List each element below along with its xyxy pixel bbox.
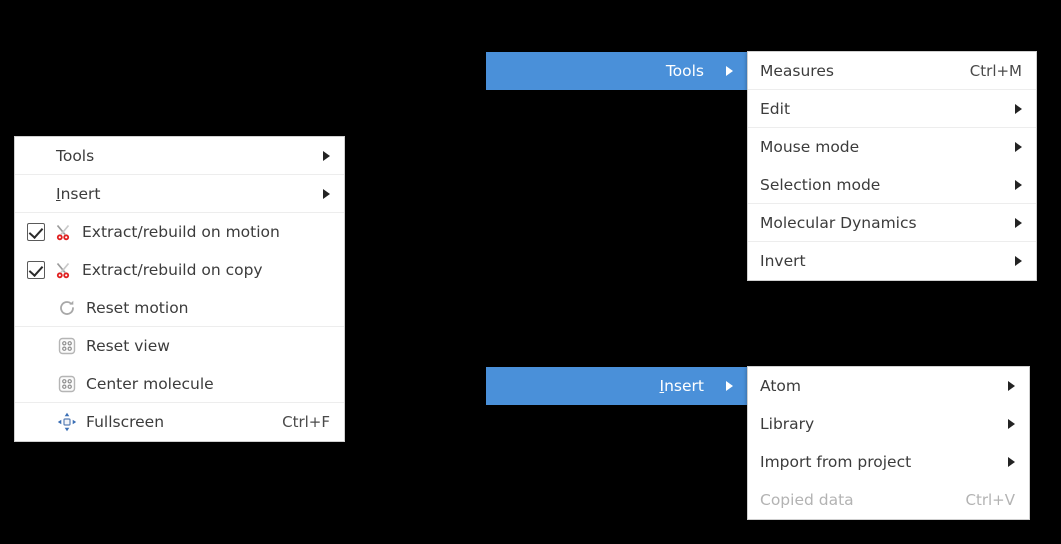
- tools-submenu-item-label: Molecular Dynamics: [760, 213, 917, 232]
- blank-icon: [27, 146, 47, 166]
- tools-submenu-item-label: Invert: [760, 252, 806, 270]
- context-menu-item-accel: Ctrl+F: [282, 413, 330, 431]
- highlighted-menu-item-label-rest: nsert: [664, 377, 704, 395]
- chevron-right-icon: [1008, 457, 1015, 467]
- tools-submenu-item-molecular-dynamics[interactable]: Molecular Dynamics: [748, 204, 1036, 242]
- context-menu-item-extract-rebuild-on-copy[interactable]: Extract/rebuild on copy: [15, 251, 344, 289]
- context-menu-item-reset-view[interactable]: Reset view: [15, 327, 344, 365]
- checkbox-extract-rebuild-on-motion[interactable]: [27, 223, 45, 241]
- tools-submenu[interactable]: Measures Ctrl+M Edit Mouse mode Selectio…: [747, 51, 1037, 281]
- chevron-right-icon: [1015, 217, 1022, 228]
- chevron-right-icon: [323, 150, 330, 161]
- accel-underline: I: [56, 184, 61, 203]
- insert-submenu[interactable]: Atom Library Import from project Copied …: [747, 366, 1030, 520]
- insert-submenu-item-label: Atom: [760, 377, 801, 395]
- context-menu-item-reset-motion[interactable]: Reset motion: [15, 289, 344, 327]
- tools-submenu-item-label: Edit: [760, 99, 791, 118]
- chevron-right-icon: [1008, 419, 1015, 429]
- chevron-right-icon: [1008, 381, 1015, 391]
- tools-submenu-item-measures[interactable]: Measures Ctrl+M: [748, 52, 1036, 90]
- tools-submenu-item-invert[interactable]: Invert: [748, 242, 1036, 280]
- context-menu-item-label: Extract/rebuild on copy: [82, 261, 263, 279]
- insert-submenu-item-library[interactable]: Library: [748, 405, 1029, 443]
- tools-submenu-item-accel: Ctrl+M: [969, 61, 1022, 80]
- tools-submenu-item-edit[interactable]: Edit: [748, 90, 1036, 128]
- tools-submenu-item-label: Mouse mode: [760, 138, 860, 156]
- chevron-right-icon: [726, 381, 733, 391]
- insert-submenu-item-atom[interactable]: Atom: [748, 367, 1029, 405]
- grid-view-icon: [57, 374, 77, 394]
- insert-submenu-item-copied-data: Copied data Ctrl+V: [748, 481, 1029, 519]
- context-menu-item-fullscreen[interactable]: Fullscreen Ctrl+F: [15, 403, 344, 441]
- reset-rotation-icon: [57, 298, 77, 318]
- highlighted-menu-item-label: Tools: [665, 62, 704, 80]
- chevron-right-icon: [323, 188, 330, 199]
- chevron-right-icon: [1015, 179, 1022, 190]
- chevron-right-icon: [1015, 103, 1022, 114]
- chevron-right-icon: [1015, 256, 1022, 266]
- insert-submenu-item-label: Import from project: [760, 453, 912, 471]
- molecule-context-menu[interactable]: Tools Insert Extract/rebuild o: [14, 136, 345, 442]
- insert-submenu-item-accel: Ctrl+V: [965, 491, 1015, 509]
- accel-underline: I: [659, 377, 665, 395]
- context-menu-item-extract-rebuild-on-motion[interactable]: Extract/rebuild on motion: [15, 213, 344, 251]
- scissors-icon: [53, 260, 73, 280]
- context-menu-item-label: Center molecule: [86, 374, 214, 393]
- insert-submenu-item-import-from-project[interactable]: Import from project: [748, 443, 1029, 481]
- blank-icon: [27, 184, 47, 204]
- context-menu-item-label: Reset motion: [86, 298, 189, 317]
- highlighted-menu-item-insert[interactable]: Insert: [486, 367, 747, 405]
- insert-submenu-item-label: Library: [760, 415, 815, 433]
- context-menu-item-label: Extract/rebuild on motion: [82, 223, 280, 241]
- tools-submenu-item-label: Measures: [760, 61, 834, 80]
- context-menu-item-label: Insert: [56, 185, 323, 203]
- context-menu-item-label-rest: nsert: [60, 184, 101, 203]
- context-menu-item-insert[interactable]: Insert: [15, 175, 344, 213]
- context-menu-item-label: Fullscreen: [86, 413, 165, 431]
- chevron-right-icon: [726, 66, 733, 76]
- tools-submenu-item-label: Selection mode: [760, 175, 881, 194]
- grid-view-icon: [57, 336, 77, 356]
- highlighted-menu-item-label: Insert: [498, 377, 712, 395]
- context-menu-item-center-molecule[interactable]: Center molecule: [15, 365, 344, 403]
- chevron-right-icon: [1015, 142, 1022, 152]
- checkbox-extract-rebuild-on-copy[interactable]: [27, 261, 45, 279]
- context-menu-item-label: Tools: [56, 146, 95, 165]
- context-menu-item-tools[interactable]: Tools: [15, 137, 344, 175]
- context-menu-item-label: Reset view: [86, 337, 170, 355]
- insert-submenu-item-label: Copied data: [760, 491, 854, 509]
- tools-submenu-item-selection-mode[interactable]: Selection mode: [748, 166, 1036, 204]
- highlighted-menu-item-tools[interactable]: Tools: [486, 52, 747, 90]
- scissors-icon: [53, 222, 73, 242]
- tools-submenu-item-mouse-mode[interactable]: Mouse mode: [748, 128, 1036, 166]
- fullscreen-icon: [57, 412, 77, 432]
